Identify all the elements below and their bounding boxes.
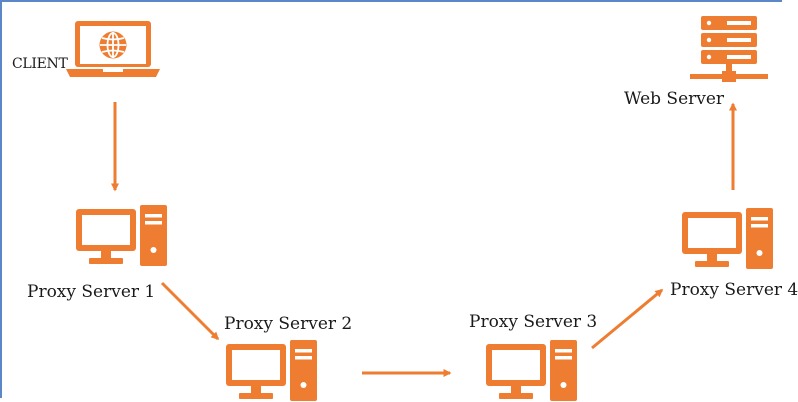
proxy-server-2-label: Proxy Server 2: [224, 314, 353, 334]
server-rack-icon: [690, 16, 768, 82]
arrow-proxy-1-to-proxy-2: [160, 281, 220, 341]
proxy-server-3-label: Proxy Server 3: [469, 312, 598, 332]
connector-layer: [111, 102, 737, 377]
proxy-server-1-label: Proxy Server 1: [27, 282, 156, 302]
web-server-label: Web Server: [624, 89, 725, 109]
desktop-computer-icon: [682, 208, 773, 269]
laptop-globe-icon: [66, 21, 160, 77]
desktop-computer-icon: [76, 205, 167, 266]
desktop-computer-icon: [226, 340, 317, 401]
proxy-server-4-label: Proxy Server 4: [670, 280, 798, 300]
desktop-computer-icon: [486, 340, 577, 401]
arrow-proxy-3-to-proxy-4: [591, 288, 664, 350]
client-label: CLIENT: [12, 56, 68, 72]
